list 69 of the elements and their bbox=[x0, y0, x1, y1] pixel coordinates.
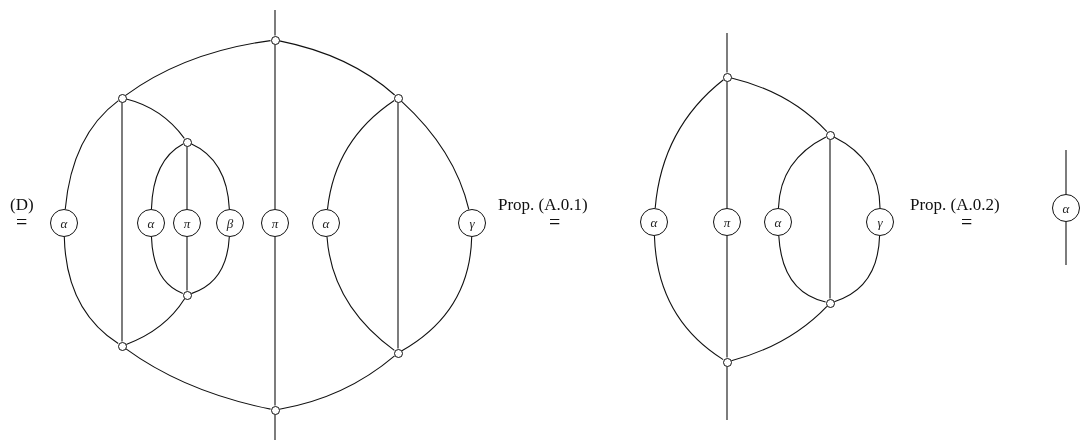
wire bbox=[64, 100, 119, 210]
equals-sign: = bbox=[549, 212, 561, 232]
morphism-circle: α bbox=[640, 208, 668, 236]
wire bbox=[829, 138, 831, 300]
wire bbox=[274, 413, 276, 441]
wire bbox=[274, 9, 276, 37]
wire bbox=[326, 236, 395, 351]
equals-sign: = bbox=[16, 212, 28, 232]
vertex-dot bbox=[393, 93, 403, 103]
wire bbox=[326, 99, 395, 210]
wire bbox=[653, 235, 724, 361]
wire bbox=[63, 236, 119, 345]
morphism-circle: α bbox=[50, 209, 78, 237]
vertex-dot bbox=[722, 357, 732, 367]
morphism-circle: π bbox=[173, 209, 201, 237]
wire bbox=[125, 98, 185, 139]
vertex-dot bbox=[722, 72, 732, 82]
wire bbox=[150, 236, 184, 294]
wire bbox=[190, 236, 230, 295]
equation-reference: (D) bbox=[10, 196, 34, 213]
equation-reference: Prop. (A.0.2) bbox=[910, 196, 1000, 213]
wire bbox=[274, 43, 276, 210]
wire bbox=[1065, 149, 1067, 195]
wire bbox=[401, 236, 473, 352]
vertex-dot bbox=[393, 348, 403, 358]
morphism-circle: γ bbox=[866, 208, 894, 236]
wire bbox=[1065, 221, 1067, 266]
morphism-circle: α bbox=[764, 208, 792, 236]
wire bbox=[777, 136, 827, 209]
vertex-dot bbox=[117, 93, 127, 103]
vertex-dot bbox=[270, 405, 280, 415]
vertex-dot bbox=[825, 130, 835, 140]
wire bbox=[190, 143, 230, 210]
morphism-circle: γ bbox=[458, 209, 486, 237]
wire bbox=[833, 235, 881, 303]
equation-reference: Prop. (A.0.1) bbox=[498, 196, 588, 213]
wire bbox=[726, 80, 728, 209]
vertex-dot bbox=[117, 341, 127, 351]
wire bbox=[121, 101, 123, 343]
wire bbox=[397, 101, 399, 350]
wire bbox=[726, 365, 728, 421]
wire bbox=[278, 355, 396, 410]
wire bbox=[778, 235, 827, 303]
morphism-circle: π bbox=[261, 209, 289, 237]
morphism-circle: β bbox=[216, 209, 244, 237]
wire bbox=[726, 32, 728, 74]
wire bbox=[186, 145, 188, 210]
equals-sign: = bbox=[961, 212, 973, 232]
wire bbox=[125, 348, 272, 410]
wire bbox=[654, 79, 724, 209]
wire bbox=[125, 298, 186, 345]
morphism-circle: α bbox=[137, 209, 165, 237]
wire bbox=[400, 100, 470, 210]
wire bbox=[125, 40, 272, 96]
vertex-dot bbox=[825, 298, 835, 308]
wire bbox=[186, 236, 188, 292]
morphism-circle: π bbox=[713, 208, 741, 236]
wire bbox=[274, 236, 276, 407]
wire bbox=[730, 305, 828, 362]
wire bbox=[726, 235, 728, 359]
wire bbox=[278, 40, 396, 96]
morphism-circle: α bbox=[312, 209, 340, 237]
vertex-dot bbox=[270, 35, 280, 45]
vertex-dot bbox=[182, 290, 192, 300]
wire bbox=[833, 136, 881, 209]
morphism-circle: α bbox=[1052, 194, 1080, 222]
wire bbox=[150, 143, 184, 210]
vertex-dot bbox=[182, 137, 192, 147]
wire bbox=[730, 77, 828, 133]
